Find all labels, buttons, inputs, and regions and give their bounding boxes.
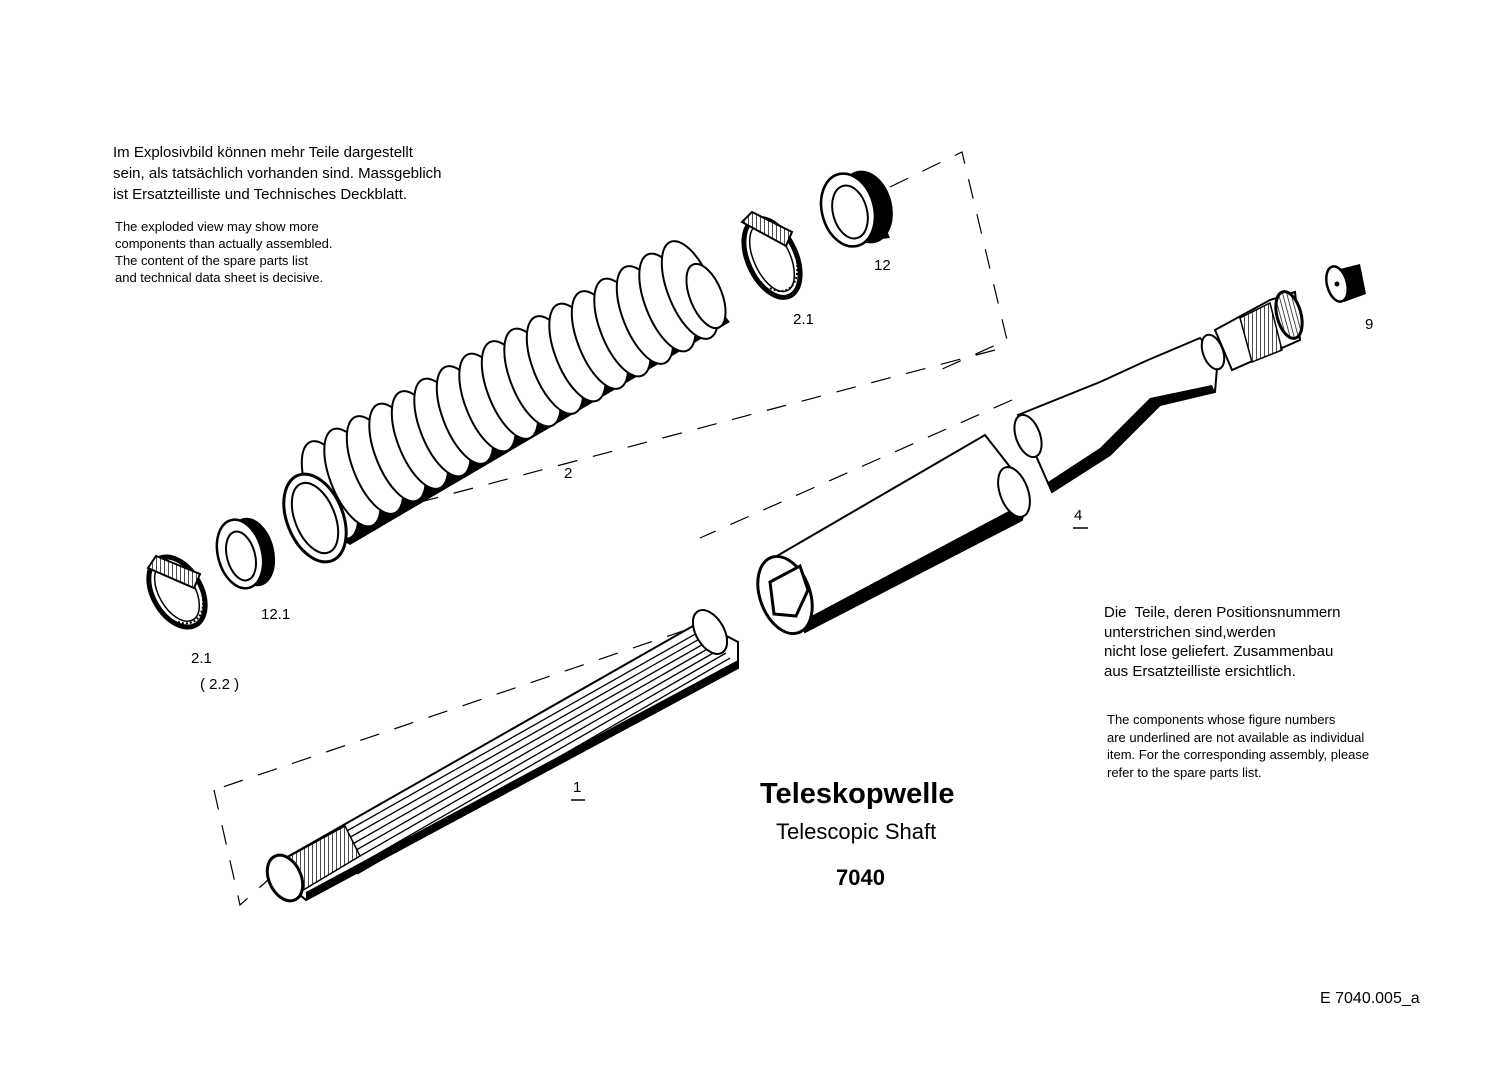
outer-tube-4: [756, 290, 1304, 636]
note-underline-de: Die Teile, deren Positionsnummern unters…: [1104, 604, 1341, 680]
shaft-spline: [352, 647, 723, 861]
shaft-spline: [354, 652, 727, 868]
assembly-guide-line: [213, 151, 1013, 907]
bellows-boot: [282, 240, 730, 564]
assembly-code: 7040: [836, 865, 885, 890]
bellows-folds: [300, 240, 720, 540]
document-reference: E 7040.005_a: [1320, 990, 1420, 1007]
ring-12: [819, 170, 893, 248]
note-explosion-en: The exploded view may show more componen…: [115, 219, 333, 285]
title-en: Telescopic Shaft: [776, 819, 937, 844]
ring-12-1: [215, 517, 276, 590]
label-part-4: 4: [1074, 507, 1083, 524]
label-part-12-1: 12.1: [261, 606, 291, 623]
inner-shaft-1: [265, 609, 739, 903]
label-part-9: 9: [1365, 316, 1374, 333]
label-part-1: 1: [573, 779, 582, 796]
title-de: Teleskopwelle: [760, 778, 955, 810]
label-part-12: 12: [874, 257, 891, 274]
shaft-spline: [348, 637, 715, 847]
label-part-2-2: ( 2.2 ): [200, 676, 240, 693]
label-part-2-1-bottom: 2.1: [191, 650, 212, 667]
shaft-spline: [344, 627, 707, 833]
shaft-spline: [346, 632, 711, 840]
shaft-spline: [350, 642, 719, 854]
hose-clamp-bottom: [146, 554, 208, 630]
label-part-2-1-top: 2.1: [793, 311, 814, 328]
hose-clamp-top: [740, 210, 803, 300]
label-part-2: 2: [564, 465, 573, 482]
note-underline-en: The components whose figure numbers are …: [1107, 712, 1370, 780]
note-explosion-de: Im Explosivbild können mehr Teile darges…: [113, 144, 442, 203]
cap-9: [1325, 264, 1366, 303]
